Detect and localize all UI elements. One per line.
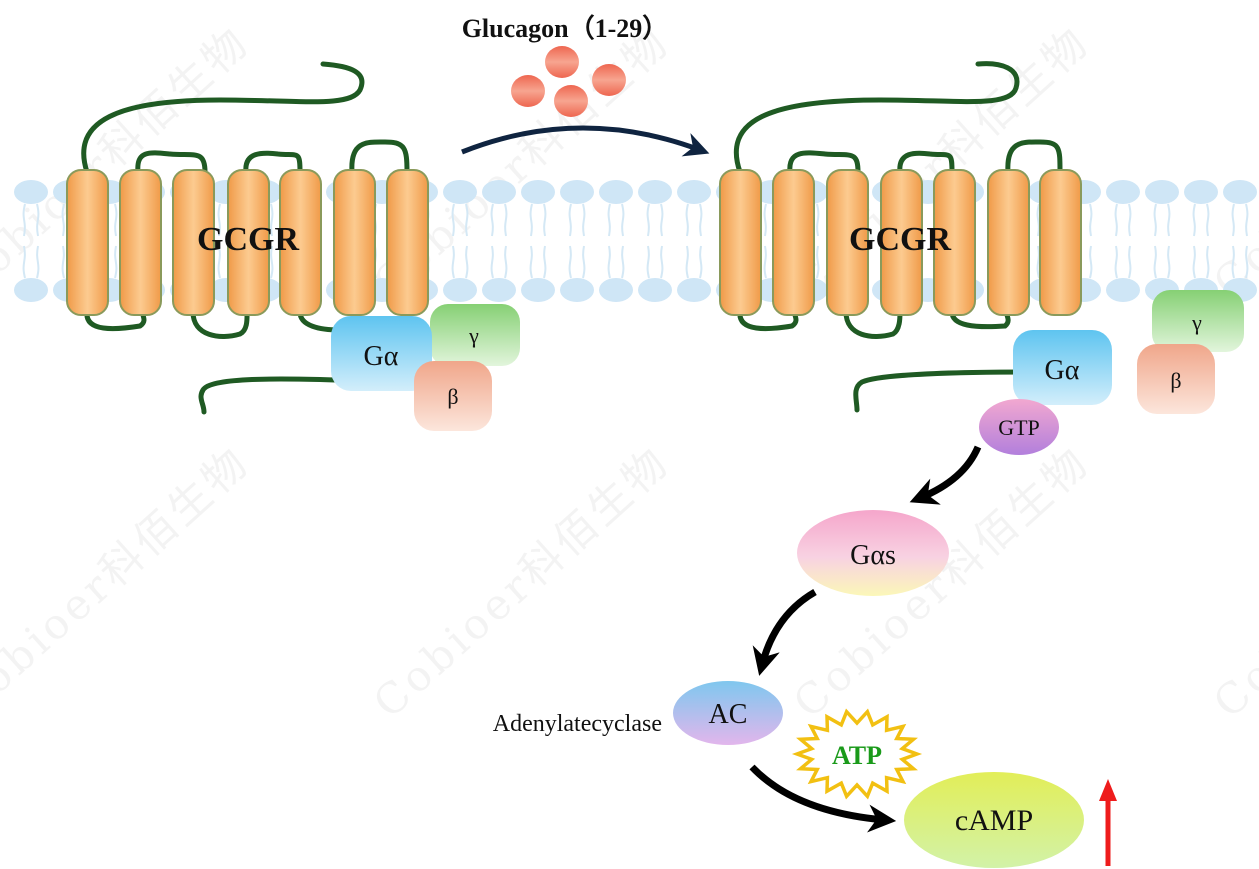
atp-label: ATP <box>832 741 882 770</box>
g-alpha-subunit <box>1013 330 1112 405</box>
transmembrane-helix <box>227 169 270 316</box>
extracellular-loop <box>243 150 303 175</box>
transmembrane-helices <box>66 169 429 316</box>
c-terminal-tail <box>198 376 338 415</box>
watermark-text: Cobioer科佰生物 <box>1204 437 1259 728</box>
n-terminal-loop <box>81 61 365 175</box>
lipid-molecule <box>560 245 594 302</box>
lipid-molecule <box>638 245 672 302</box>
extracellular-loop <box>349 139 410 175</box>
glucagon-molecule <box>554 85 588 117</box>
g-protein-right: Gα γ β <box>1013 290 1244 414</box>
g-gamma-label: γ <box>468 323 479 348</box>
lipid-molecule <box>521 245 555 302</box>
intracellular-loop <box>737 309 799 332</box>
transmembrane-helix <box>333 169 376 316</box>
extracellular-loop <box>1005 139 1063 175</box>
gtp-label: GTP <box>998 415 1040 440</box>
gcgr-label: GCGR <box>197 221 299 258</box>
extracellular-loop <box>135 150 208 175</box>
lipid-molecule <box>443 180 477 237</box>
transmembrane-helix <box>826 169 869 316</box>
gas-node <box>797 510 949 596</box>
lipid-molecule <box>560 180 594 237</box>
gtp-node <box>979 399 1059 455</box>
gcgr-receptor-left: GCGR <box>66 61 429 415</box>
ac-full-name: Adenylatecyclase <box>493 711 662 737</box>
lipid-molecule <box>443 245 477 302</box>
arrow-gtp-to-gas <box>909 445 982 505</box>
lipid-molecule <box>677 245 711 302</box>
camp-label: cAMP <box>955 804 1033 837</box>
transmembrane-helix <box>880 169 923 316</box>
lipid-molecule <box>638 180 672 237</box>
watermark-text: Cobioer科佰生物 <box>0 437 259 728</box>
g-gamma-label: γ <box>1191 310 1202 335</box>
g-beta-subunit <box>1137 344 1215 414</box>
ac-label: AC <box>709 699 748 730</box>
c-terminal-tail <box>853 369 1033 413</box>
g-beta-label: β <box>1170 368 1181 393</box>
binding-arrow <box>461 125 710 157</box>
lipid-molecule <box>1145 180 1179 237</box>
intracellular-loop <box>84 309 147 332</box>
transmembrane-helix <box>172 169 215 316</box>
increase-arrow <box>1099 779 1117 866</box>
lipid-molecule <box>1223 180 1257 237</box>
lipid-molecule <box>482 245 516 302</box>
g-alpha-label: Gα <box>1045 355 1080 386</box>
n-terminal-loop <box>733 61 1020 175</box>
transmembrane-helix <box>933 169 976 316</box>
intracellular-loop <box>949 309 1011 330</box>
arrow-ac-to-camp <box>749 764 897 833</box>
g-gamma-subunit <box>430 304 520 366</box>
g-alpha-label: Gα <box>364 341 399 372</box>
transmembrane-helix <box>66 169 109 316</box>
extracellular-loop <box>897 150 955 175</box>
transmembrane-helices <box>719 169 1082 316</box>
transmembrane-helix <box>386 169 429 316</box>
ac-node <box>673 681 783 745</box>
camp-node <box>904 772 1084 868</box>
lipid-molecule <box>14 180 48 237</box>
transmembrane-helix <box>987 169 1030 316</box>
transmembrane-helix <box>772 169 815 316</box>
transmembrane-helix <box>719 169 762 316</box>
transmembrane-helix <box>279 169 322 316</box>
g-protein-left: γ Gα β <box>331 304 520 431</box>
extracellular-loop <box>787 150 861 175</box>
glucagon-molecule <box>511 75 545 107</box>
transmembrane-helix <box>119 169 162 316</box>
transmembrane-helix <box>1039 169 1082 316</box>
glucagon-molecule <box>592 64 626 96</box>
g-alpha-subunit <box>331 316 432 391</box>
glucagon-title: Glucagon（1-29） <box>462 14 669 43</box>
lipid-molecule <box>1106 180 1140 237</box>
glucagon-molecule <box>545 46 579 78</box>
lipid-molecule <box>521 180 555 237</box>
lipid-molecule <box>599 180 633 237</box>
g-beta-label: β <box>447 384 458 409</box>
intracellular-loop <box>190 309 250 339</box>
lipid-molecule <box>1106 245 1140 302</box>
intracellular-loop <box>843 309 903 339</box>
lipid-molecule <box>482 180 516 237</box>
gcgr-label: GCGR <box>849 221 951 258</box>
g-gamma-subunit <box>1152 290 1244 352</box>
lipid-molecule <box>14 245 48 302</box>
watermark-text: Cobioer科佰生物 <box>364 437 679 728</box>
lipid-molecule <box>1184 180 1218 237</box>
watermark-text: Cobioer科佰生物 <box>1204 17 1259 308</box>
lipid-molecule <box>599 245 633 302</box>
gas-label: Gαs <box>850 540 896 571</box>
glucagon-molecules <box>511 46 626 117</box>
gcgr-receptor-right: GCGR <box>719 61 1082 413</box>
lipid-molecule <box>677 180 711 237</box>
g-beta-subunit <box>414 361 492 431</box>
atp-starburst <box>791 708 923 800</box>
arrow-gas-to-ac <box>752 588 817 676</box>
